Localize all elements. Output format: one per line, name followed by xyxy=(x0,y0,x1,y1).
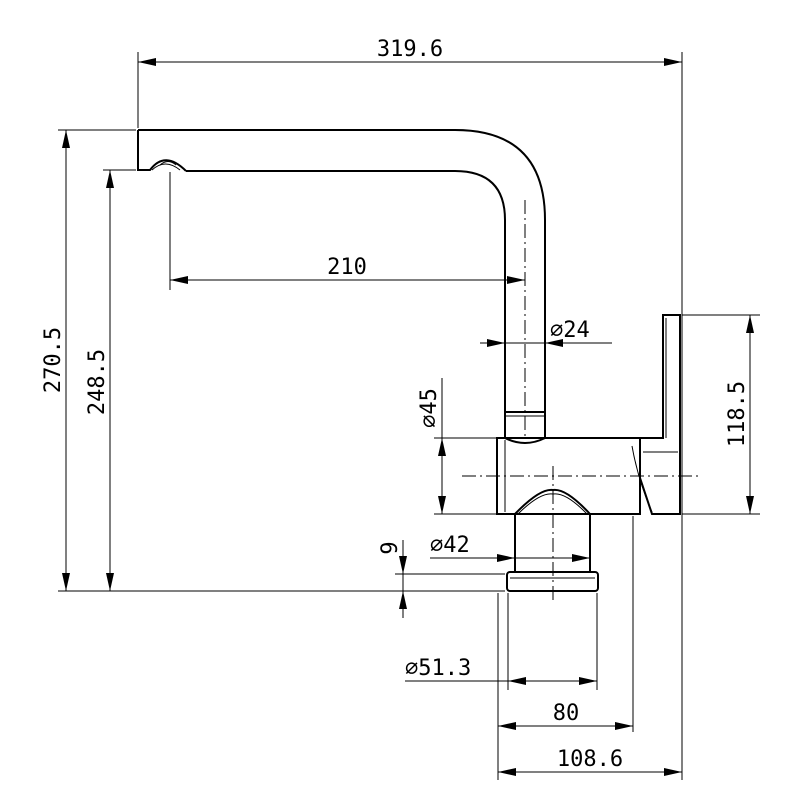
dim-overall-height: 270.5 xyxy=(41,327,66,393)
dim-body-diameter: ⌀45 xyxy=(417,388,442,428)
dim-base-diameter: ⌀51.3 xyxy=(405,656,471,681)
dim-spout-diameter: ⌀24 xyxy=(550,318,590,343)
dim-base-to-lever: 108.6 xyxy=(557,747,623,772)
dim-base-thickness: 9 xyxy=(378,541,403,554)
dim-spout-height: 248.5 xyxy=(85,349,110,415)
extension-lines xyxy=(58,52,760,780)
dimension-labels: 319.6 270.5 248.5 210 ⌀24 ⌀45 118.5 ⌀42 … xyxy=(41,37,750,772)
dim-spout-reach: 210 xyxy=(327,255,367,280)
dim-base-to-body: 80 xyxy=(553,701,580,726)
dim-overall-width: 319.6 xyxy=(377,37,443,62)
center-lines xyxy=(462,200,700,600)
dim-shank-diameter: ⌀42 xyxy=(430,533,470,558)
faucet-outline xyxy=(137,129,681,592)
dim-lever-height: 118.5 xyxy=(725,381,750,447)
dimension-lines xyxy=(62,58,754,776)
